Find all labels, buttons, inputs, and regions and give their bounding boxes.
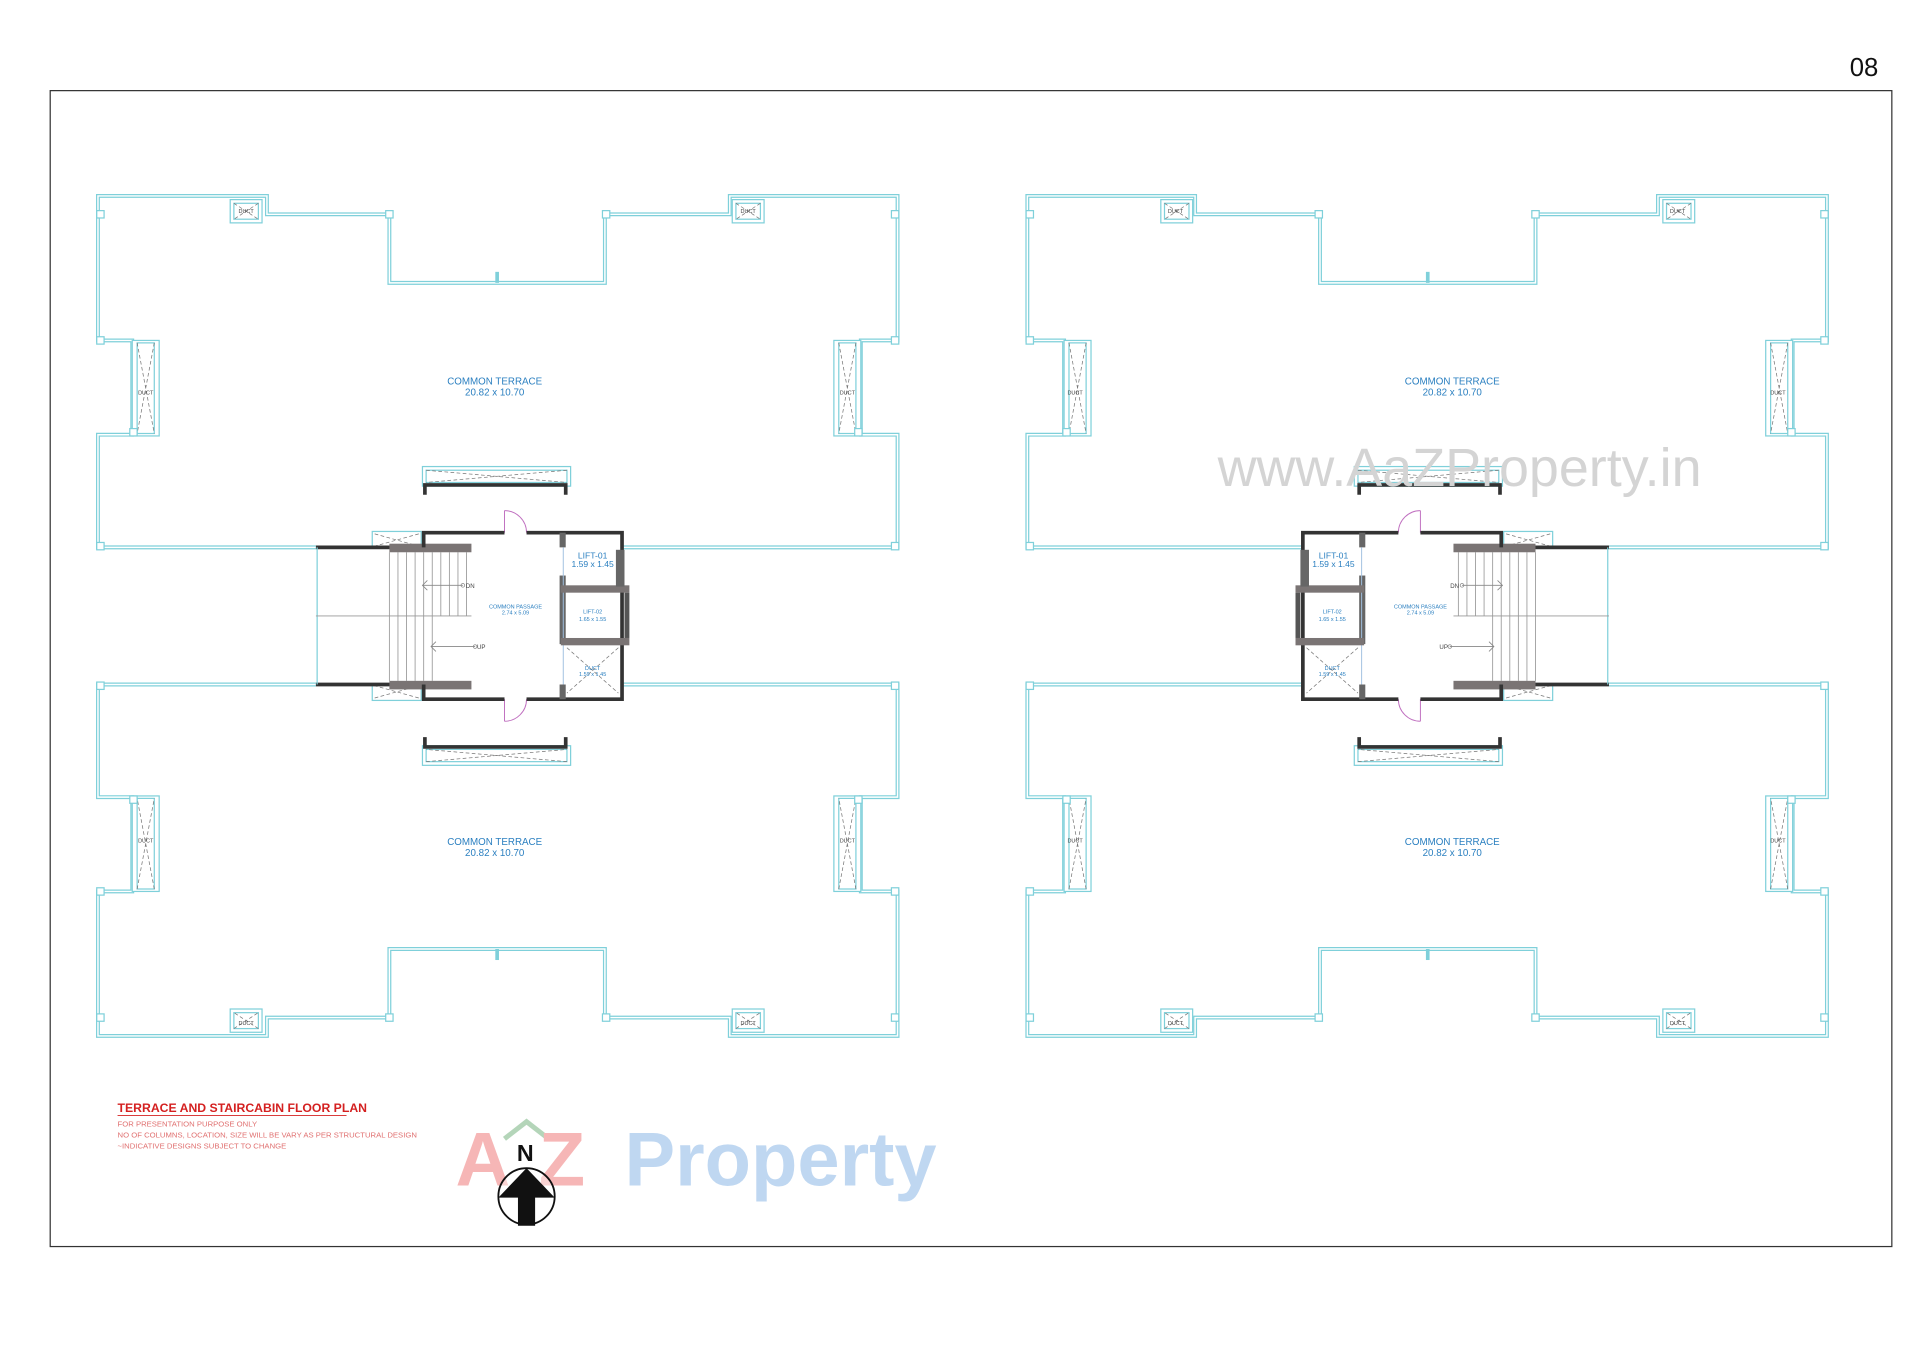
note: FOR PRESENTATION PURPOSE ONLY	[118, 1120, 258, 1129]
plan-right-labels: COMMON TERRACE 20.82 x 10.70 COMMON TERR…	[1067, 209, 1786, 1027]
duct-label: DUCT	[238, 209, 254, 215]
duct-label: DUCT	[840, 838, 856, 844]
stair-up-label: UP	[1439, 644, 1448, 651]
duct-label: DUCT	[741, 1021, 757, 1027]
lift-02-size: 1.65 x 1.55	[579, 617, 606, 623]
stair-dn-label: DN	[1450, 583, 1459, 590]
duct-core-label: DUCT	[585, 666, 601, 672]
lift-02-label: LIFT-02	[1323, 609, 1342, 615]
plan-left	[97, 196, 899, 1036]
title-block: TERRACE AND STAIRCABIN FLOOR PLAN FOR PR…	[118, 1101, 417, 1151]
duct-core-size: 1.59 x 1.45	[1319, 672, 1346, 678]
duct-label: DUCT	[138, 390, 154, 396]
stair-up-label: UP	[477, 644, 486, 651]
passage-size: 2.74 x 5.09	[502, 611, 529, 617]
logo-letter-z: Z	[539, 1117, 585, 1202]
north-label: N	[517, 1140, 534, 1166]
page-number: 08	[1850, 54, 1879, 82]
terrace-top-size: 20.82 x 10.70	[1423, 388, 1483, 399]
duct-label: DUCT	[1670, 209, 1686, 215]
lift-01-label: LIFT-01	[1319, 550, 1349, 560]
duct-label: DUCT	[1770, 838, 1786, 844]
logo-letter-a: A	[456, 1117, 511, 1202]
note: NO OF COLUMNS, LOCATION, SIZE WILL BE VA…	[118, 1131, 417, 1140]
passage-label: COMMON PASSAGE	[1394, 605, 1447, 611]
passage-size: 2.74 x 5.09	[1407, 611, 1434, 617]
logo-watermark: A Z Property	[456, 1117, 937, 1202]
stair-dn-label: DN	[466, 583, 475, 590]
note: ~INDICATIVE DESIGNS SUBJECT TO CHANGE	[118, 1142, 287, 1151]
terrace-top-size: 20.82 x 10.70	[465, 388, 525, 399]
logo-property: Property	[624, 1117, 936, 1202]
passage-label: COMMON PASSAGE	[489, 605, 542, 611]
lift-01-size: 1.59 x 1.45	[571, 559, 614, 569]
duct-label: DUCT	[1670, 1021, 1686, 1027]
duct-label: DUCT	[1770, 390, 1786, 396]
lift-02-label: LIFT-02	[583, 609, 602, 615]
lift-01-label: LIFT-01	[578, 550, 608, 560]
duct-label: DUCT	[138, 838, 154, 844]
house-roof-icon	[502, 1118, 551, 1141]
duct-label: DUCT	[1168, 1021, 1184, 1027]
duct-label: DUCT	[840, 390, 856, 396]
terrace-top-label: COMMON TERRACE	[1405, 377, 1500, 388]
north-arrow-icon: N	[497, 1140, 556, 1226]
drawing-title: TERRACE AND STAIRCABIN FLOOR PLAN	[118, 1101, 368, 1115]
duct-label: DUCT	[741, 209, 757, 215]
terrace-bottom-label: COMMON TERRACE	[1405, 837, 1500, 848]
plan-left-labels: COMMON TERRACE 20.82 x 10.70 COMMON TERR…	[138, 209, 856, 1027]
duct-label: DUCT	[238, 1021, 254, 1027]
terrace-bottom-size: 20.82 x 10.70	[465, 848, 525, 859]
lift-02-size: 1.65 x 1.55	[1319, 617, 1346, 623]
sheet-border	[49, 90, 1893, 1248]
duct-core-size: 1.59 x 1.45	[579, 672, 606, 678]
duct-label: DUCT	[1067, 390, 1083, 396]
lift-01-size: 1.59 x 1.45	[1312, 559, 1355, 569]
duct-label: DUCT	[1168, 209, 1184, 215]
duct-label: DUCT	[1067, 838, 1083, 844]
terrace-top-label: COMMON TERRACE	[447, 377, 542, 388]
duct-core-label: DUCT	[1325, 666, 1341, 672]
watermark-url: www.AaZProperty.in	[1217, 438, 1702, 498]
terrace-bottom-label: COMMON TERRACE	[447, 837, 542, 848]
terrace-bottom-size: 20.82 x 10.70	[1423, 848, 1483, 859]
